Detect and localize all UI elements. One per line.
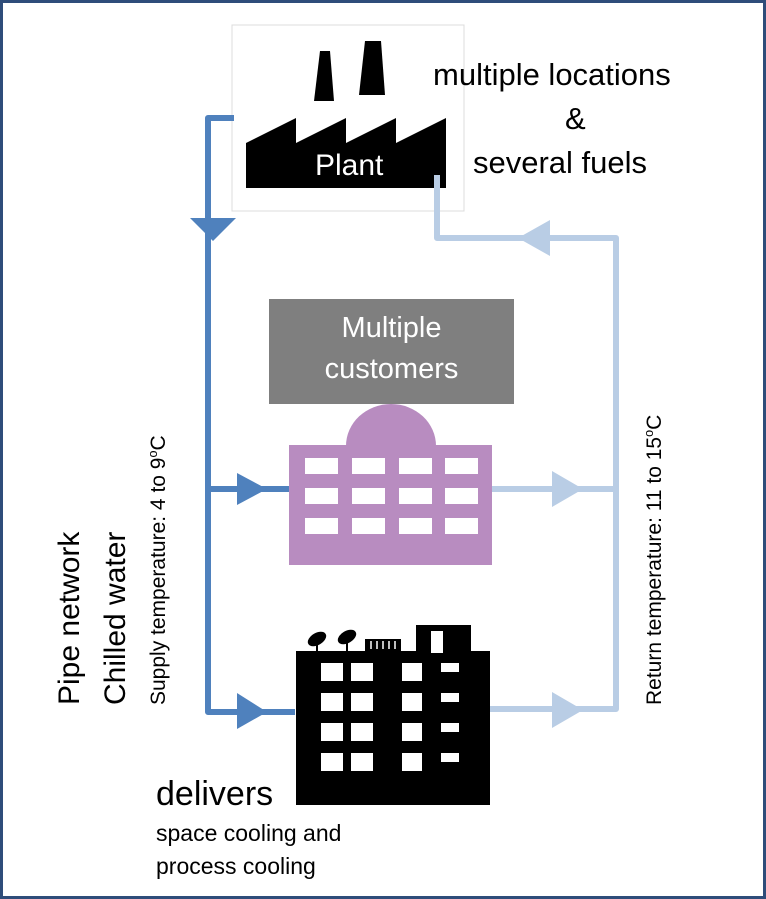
office-window <box>352 458 385 474</box>
roof-stairwell <box>416 625 471 655</box>
customers-box-line-1: Multiple <box>341 312 442 344</box>
delivers-line-1: space cooling and <box>156 820 342 846</box>
office-window <box>305 518 338 534</box>
office-window <box>305 488 338 504</box>
return-degree-sign: o <box>642 429 656 437</box>
return-temperature-label: Return temperature: 11 to 15oC <box>642 414 666 705</box>
headline-line-1: multiple locations <box>433 57 671 92</box>
return-arrows <box>518 220 583 728</box>
satellite-dish-icon <box>307 631 327 647</box>
flow-arrow-icon <box>552 471 583 507</box>
factory-icon <box>246 41 446 188</box>
office-window <box>399 488 432 504</box>
office-window <box>399 458 432 474</box>
return-unit: C <box>643 414 666 430</box>
flow-arrow-icon <box>518 220 550 256</box>
satellite-dish-icon <box>337 629 357 645</box>
supply-degree-sign: o <box>146 450 160 458</box>
chilled-water-label: Chilled water <box>99 531 132 705</box>
office-building-icon <box>289 404 492 565</box>
supply-temperature-label: Supply temperature: 4 to 9oC <box>146 435 170 705</box>
chimney-left <box>314 51 334 101</box>
flow-arrow-icon <box>190 218 236 241</box>
headline-line-3: several fuels <box>473 145 648 180</box>
factory-body <box>246 118 446 188</box>
office-dome <box>346 404 436 446</box>
building-roof <box>296 651 490 659</box>
supply-arrows <box>190 218 267 729</box>
customers-box-line-2: customers <box>324 352 459 385</box>
roof-vent-slats <box>370 641 396 649</box>
office-window <box>352 488 385 504</box>
office-window <box>445 488 478 504</box>
flow-arrow-icon <box>237 473 267 505</box>
plant-label: Plant <box>315 149 384 182</box>
delivers-title: delivers <box>156 775 274 813</box>
office-window <box>305 458 338 474</box>
return-temperature-text: Return temperature: 11 to 15 <box>643 436 666 705</box>
office-window <box>399 518 432 534</box>
pipe-network-label: Pipe network <box>53 531 86 705</box>
apartment-building-icon <box>296 625 490 805</box>
supply-unit: C <box>147 435 170 451</box>
flow-arrow-icon <box>552 692 583 728</box>
satellite-dishes <box>307 629 357 653</box>
delivers-line-2: process cooling <box>156 853 316 879</box>
office-window <box>445 458 478 474</box>
headline-line-2: & <box>565 101 586 136</box>
chimney-right <box>359 41 385 95</box>
office-window <box>445 518 478 534</box>
building-windows <box>321 663 459 771</box>
customers-box: Multiple customers <box>269 299 514 404</box>
diagram-graphics <box>190 24 619 805</box>
flow-arrow-icon <box>237 693 267 729</box>
supply-temperature-text: Supply temperature: 4 to 9 <box>147 457 170 705</box>
office-windows <box>305 458 478 534</box>
office-window <box>352 518 385 534</box>
roof-door <box>431 631 443 653</box>
